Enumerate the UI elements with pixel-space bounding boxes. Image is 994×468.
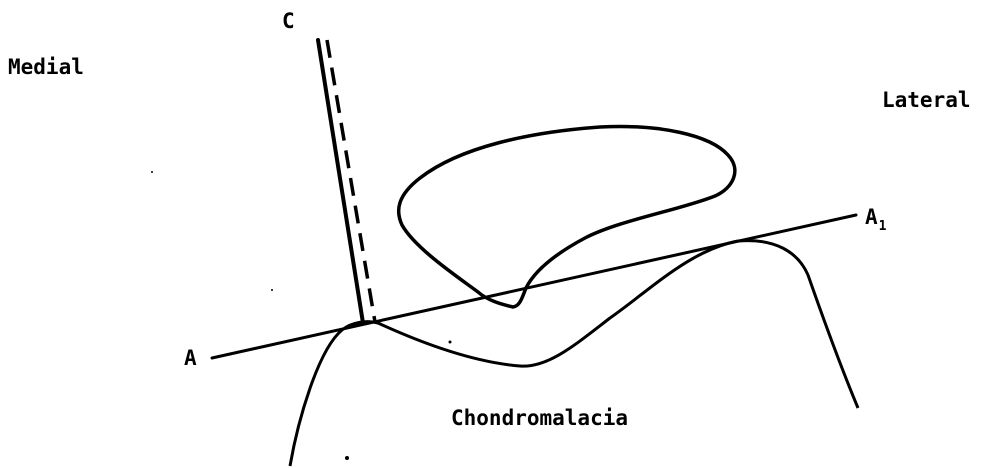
point-a1-main: A <box>865 205 878 229</box>
point-a1-subscript: 1 <box>879 219 887 234</box>
line-c-dashed <box>327 40 375 322</box>
line-c-label: C <box>282 11 295 32</box>
point-a-label: A <box>184 348 197 369</box>
lateral-label: Lateral <box>882 90 971 111</box>
speck-dot <box>449 341 452 344</box>
line-a-a1 <box>212 215 856 358</box>
line-c-solid <box>318 40 363 323</box>
caption-label: Chondromalacia <box>451 408 628 429</box>
point-a1-label: A1 <box>865 207 886 228</box>
femur-outline <box>290 241 858 466</box>
speck-dot <box>151 171 153 173</box>
medial-label: Medial <box>8 57 84 78</box>
speck-dot <box>271 289 273 291</box>
speck-dot <box>345 456 349 460</box>
